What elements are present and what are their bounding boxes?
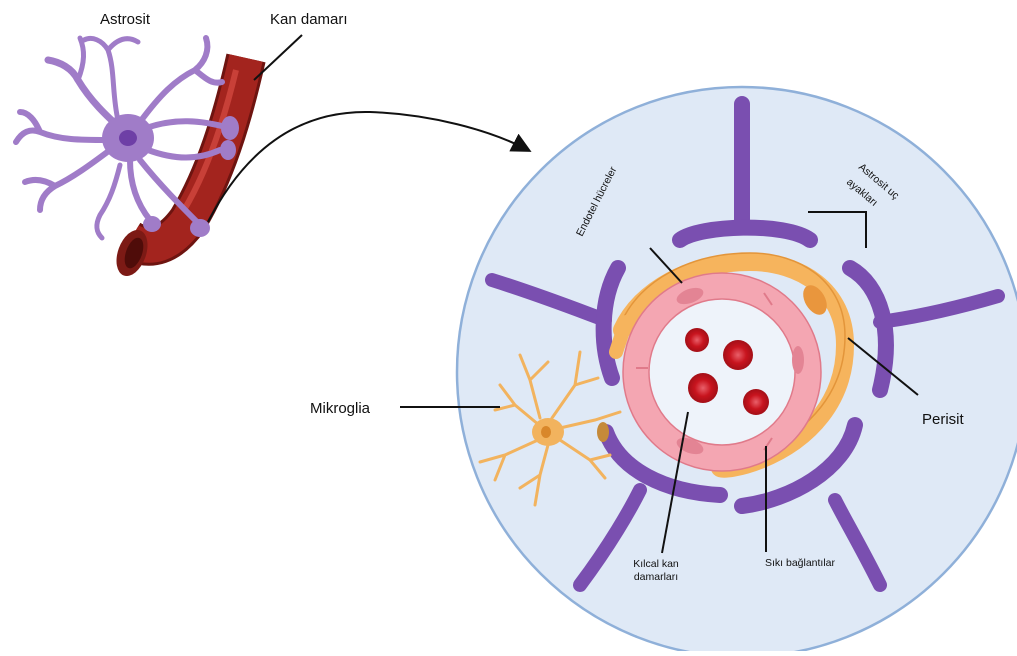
label-capillary-1: Kılcal kan — [633, 558, 679, 570]
red-blood-cell — [685, 328, 709, 352]
endothelial-ring — [623, 273, 821, 471]
microglia-nucleus — [541, 426, 551, 438]
red-blood-cell — [688, 373, 718, 403]
label-capillary-2: damarları — [634, 571, 678, 583]
label-tight-junctions: Sıkı bağlantılar — [765, 557, 836, 569]
label-blood-vessel: Kan damarı — [270, 11, 348, 28]
leader-blood-vessel — [254, 35, 302, 80]
label-astrocyte: Astrosit — [100, 11, 151, 28]
zoom-arrow — [208, 112, 528, 222]
astrocyte-soma — [102, 114, 154, 162]
label-pericyte: Perisit — [922, 411, 965, 428]
red-blood-cell — [743, 389, 769, 415]
microglia-contact — [597, 422, 609, 442]
label-microglia: Mikroglia — [310, 400, 371, 417]
red-blood-cell — [723, 340, 753, 370]
